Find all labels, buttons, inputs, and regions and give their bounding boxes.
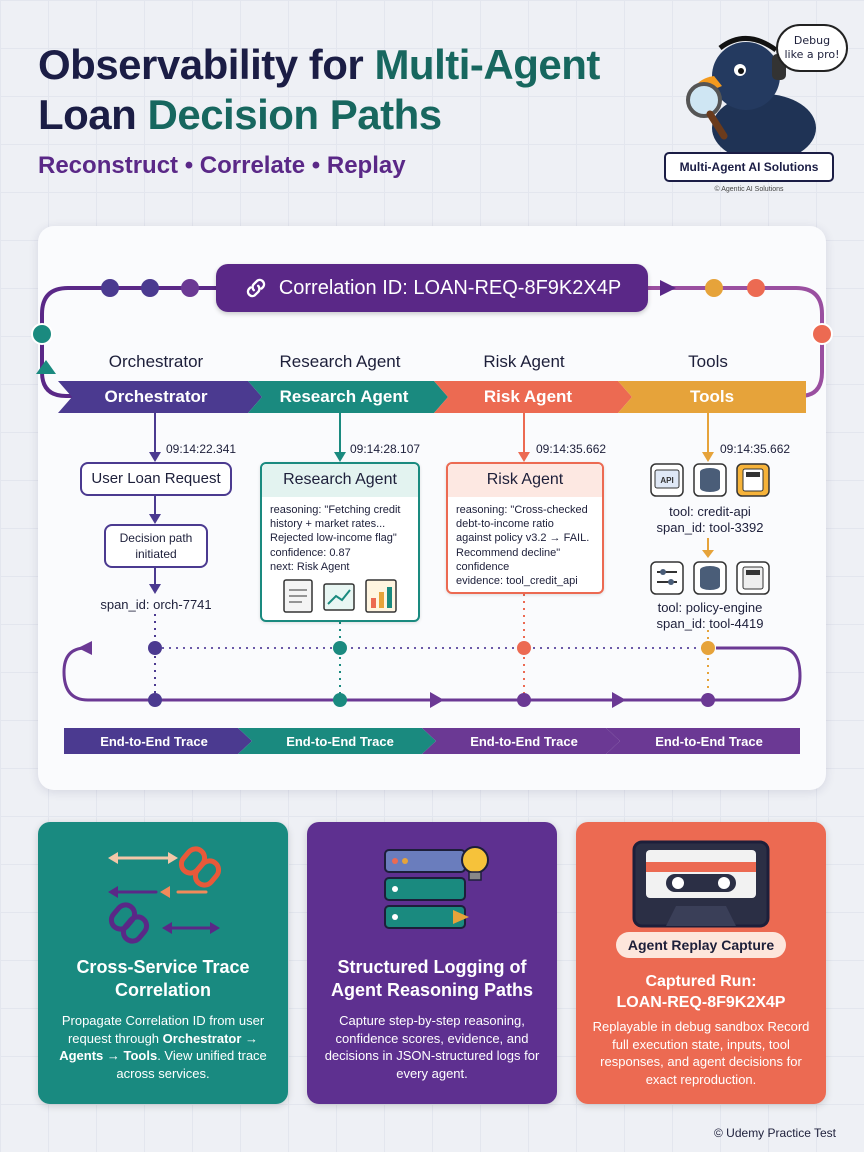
chevron-research-agent: Research Agent (279, 387, 409, 406)
chevron-orchestrator: Orchestrator (104, 387, 208, 406)
card-replay-title: Captured Run: LOAN-REQ-8F9K2X4P (586, 972, 816, 1014)
bubble-line1: Debug (793, 34, 831, 47)
server-lightbulb-icon (384, 846, 489, 929)
card-agent-replay: Agent Replay Capture Captured Run: LOAN-… (576, 822, 826, 1104)
research-line4: confidence: 0.87 (270, 546, 351, 559)
card-trace-body: Propagate Correlation ID from user reque… (52, 1012, 274, 1082)
page-title: Observability for Multi-Agent Loan Decis… (38, 40, 678, 141)
research-line2: history + market rates... (270, 518, 386, 531)
copyright: © Udemy Practice Test (714, 1126, 836, 1140)
trace-pill-1: End-to-End Trace (100, 733, 208, 749)
research-agent-log-box: Research Agent reasoning: "Fetching cred… (260, 462, 420, 622)
research-box-title: Research Agent (262, 464, 418, 497)
linked-arrows-chain-icon (108, 846, 222, 944)
api-icon-label: API (660, 476, 673, 485)
timestamp-research: 09:14:28.107 (350, 442, 421, 456)
duck-mascot-icon (686, 36, 816, 162)
risk-line5: confidence (456, 560, 510, 573)
research-line5: next: Risk Agent (270, 560, 350, 573)
risk-box-title: Risk Agent (448, 464, 602, 497)
column-label-research: Research Agent (279, 352, 401, 371)
tool-policy-engine-label: tool: policy-engine (657, 600, 763, 615)
title-part1: Observability for (38, 41, 364, 88)
research-docs-chart-icon (283, 579, 397, 613)
title-part4: Decision Paths (147, 91, 443, 139)
timestamp-orchestrator: 09:14:22.341 (166, 442, 237, 456)
correlation-id-pill: Correlation ID: LOAN-REQ-8F9K2X4P (216, 264, 648, 312)
user-loan-request-box: User Loan Request (80, 462, 232, 496)
card-trace-title: Cross-Service Trace Correlation (76, 957, 250, 1001)
span-id-orchestrator: span_id: orch-7741 (100, 597, 212, 612)
policy-engine-tool-icons (650, 561, 770, 595)
card-structured-logging: Structured Logging of Agent Reasoning Pa… (307, 822, 557, 1104)
speech-bubble: Debug like a pro! (776, 24, 848, 72)
agent-replay-badge: Agent Replay Capture (616, 932, 786, 958)
timestamp-risk: 09:14:35.662 (536, 442, 607, 456)
risk-line2: debt-to-income ratio (456, 518, 554, 531)
card-replay-title-line1: Captured Run: (645, 973, 757, 990)
card-trace-body-part2: . View unified trace across services. (116, 1048, 267, 1081)
decision-line2: initiated (135, 546, 177, 561)
card-replay-title-line2: LOAN-REQ-8F9K2X4P (616, 993, 786, 1011)
research-line3: Rejected low-income flag" (270, 532, 397, 545)
credit-api-tool-icons: API (650, 463, 770, 497)
card-logging-body: Capture step-by-step reasoning, confiden… (324, 1013, 540, 1081)
timestamp-tools: 09:14:35.662 (720, 442, 791, 456)
card-trace-body-bold: Orchestrator → Agents → Tools (59, 1030, 259, 1064)
title-part2: Multi-Agent (374, 41, 600, 88)
trace-pill-4: End-to-End Trace (655, 733, 763, 749)
span-id-tool-3392: span_id: tool-3392 (656, 520, 764, 535)
trace-pill-2: End-to-End Trace (286, 733, 394, 749)
title-part3: Loan (38, 91, 137, 139)
tool-credit-api-label: tool: credit-api (669, 504, 751, 519)
cassette-tape-icon (632, 840, 770, 928)
decision-line1: Decision path (119, 531, 193, 545)
column-label-tools: Tools (688, 352, 728, 371)
risk-agent-log-box: Risk Agent reasoning: "Cross-checked deb… (446, 462, 604, 594)
risk-line6: evidence: tool_credit_api (456, 575, 578, 588)
risk-line3: against policy v3.2 → FAIL. (456, 532, 590, 545)
chevron-risk-agent: Risk Agent (483, 387, 573, 406)
subtitle: Reconstruct • Correlate • Replay (38, 152, 406, 179)
research-line1: reasoning: "Fetching credit (270, 503, 401, 516)
brand-subtext: © Agentic AI Solutions (714, 186, 784, 193)
link-icon (246, 278, 266, 298)
risk-line4: Recommend decline" (456, 546, 561, 559)
risk-line1: reasoning: "Cross-checked (456, 503, 588, 516)
column-label-orchestrator: Orchestrator (108, 352, 204, 371)
trace-pill-3: End-to-End Trace (470, 733, 578, 749)
card-logging-title: Structured Logging of Agent Reasoning Pa… (330, 957, 534, 1001)
span-id-tool-4419: span_id: tool-4419 (656, 616, 764, 631)
brand-banner: Multi-Agent AI Solutions (664, 152, 834, 182)
card-trace-body-part1: Propagate Correlation ID from user reque… (61, 1013, 265, 1046)
correlation-id-text: Correlation ID: LOAN-REQ-8F9K2X4P (278, 276, 622, 299)
card-trace-correlation: Cross-Service Trace Correlation Propagat… (38, 822, 288, 1104)
chevron-tools: Tools (689, 387, 735, 406)
column-label-risk: Risk Agent (483, 352, 565, 371)
decision-path-note: Decision path initiated (104, 524, 208, 568)
card-replay-body: Replayable in debug sandbox Record full … (592, 1019, 810, 1087)
bubble-line2: like a pro! (784, 47, 840, 61)
